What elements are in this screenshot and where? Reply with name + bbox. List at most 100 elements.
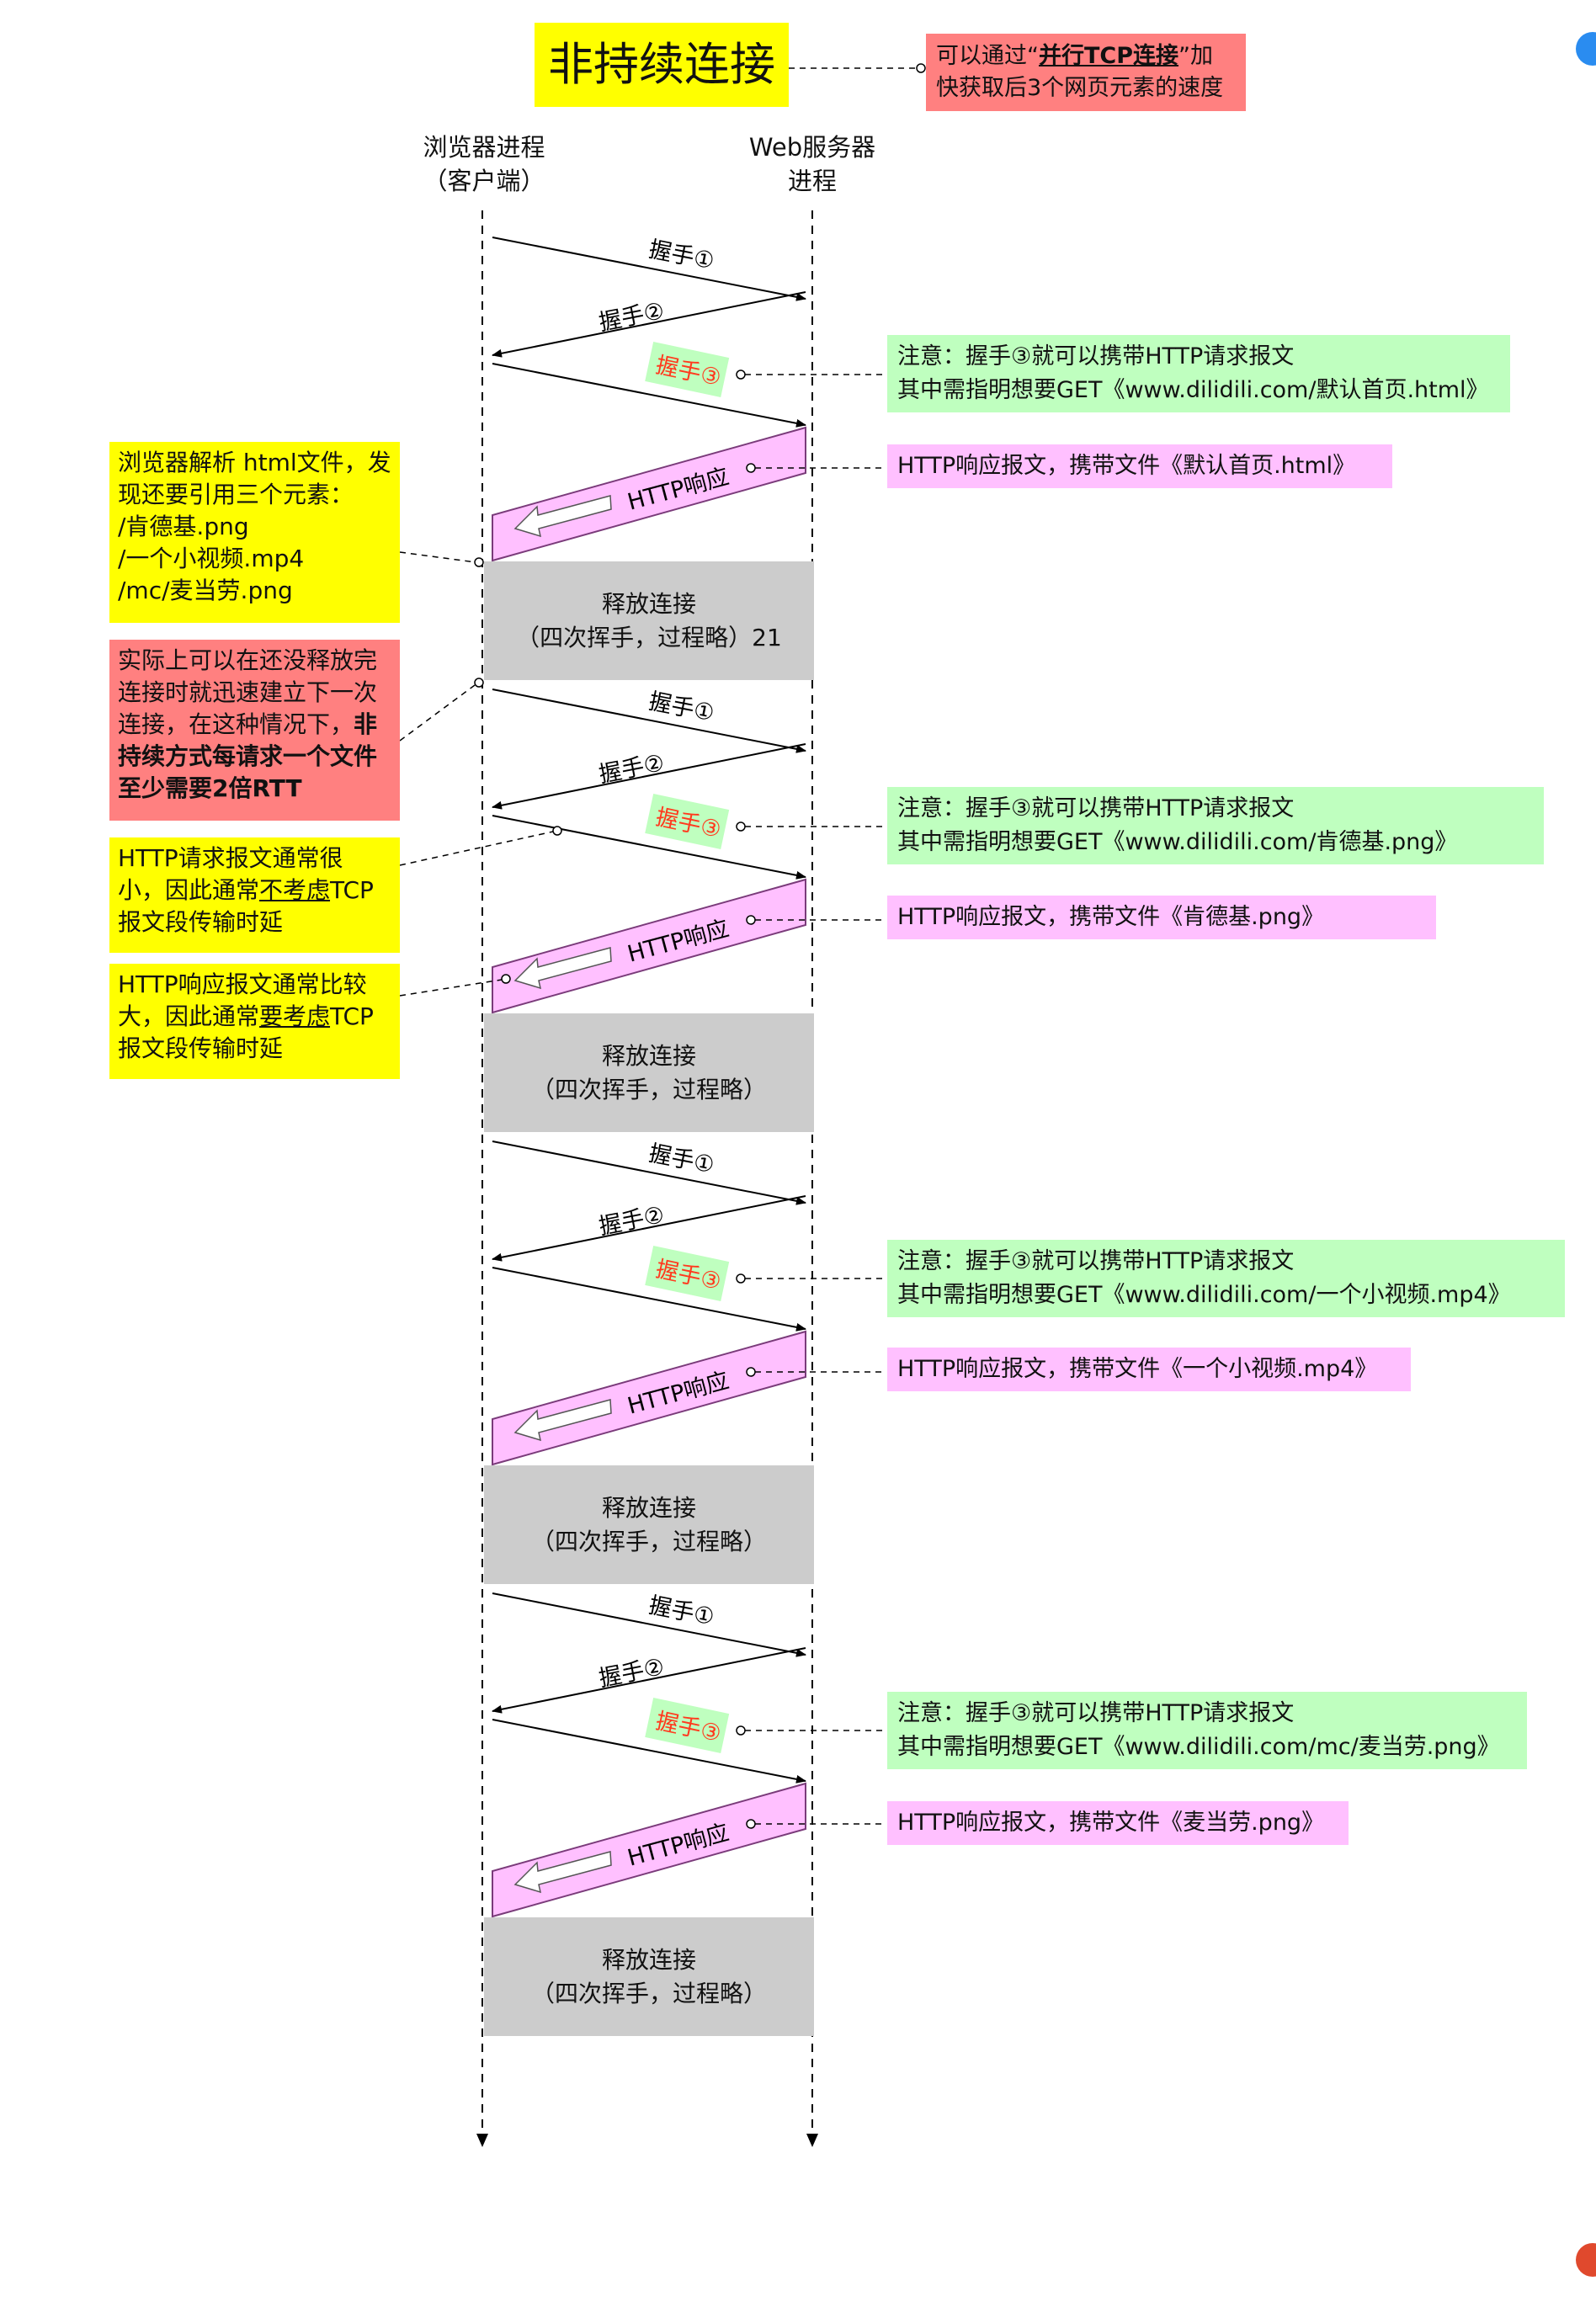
- request-note: 注意：握手③就可以携带HTTP请求报文 其中需指明想要GET《www.dilid…: [887, 1692, 1527, 1769]
- connector-dot: [746, 1367, 756, 1377]
- response-size-note: HTTP响应报文通常比较 大，因此通常要考虑TCP 报文段传输时延: [109, 964, 400, 1079]
- handshake2-arrow: [492, 1647, 806, 1714]
- rtt-note-line: 连接时就迅速建立下一次: [118, 678, 378, 706]
- handshake1-arrow: [492, 688, 806, 753]
- request-note-line2: 其中需指明想要GET《www.dilidili.com/默认首页.html》: [897, 377, 1489, 403]
- request-note-line1: 注意：握手③就可以携带HTTP请求报文: [897, 1248, 1295, 1274]
- http-response-band: [492, 1330, 806, 1466]
- req-note-line2: 小，因此通常不考虑TCP: [118, 875, 391, 906]
- resp-note-tcp: TCP: [330, 1002, 374, 1030]
- connector-dot: [736, 821, 746, 832]
- request-note: 注意：握手③就可以携带HTTP请求报文 其中需指明想要GET《www.dilid…: [887, 787, 1544, 864]
- server-lifeline-end-arrow: [806, 2134, 818, 2147]
- response-note: HTTP响应报文，携带文件《麦当劳.png》: [887, 1801, 1349, 1845]
- http-response-arrow: [513, 1851, 612, 1894]
- parse-note-line: /一个小视频.mp4: [118, 545, 305, 572]
- response-note: HTTP响应报文，携带文件《一个小视频.mp4》: [887, 1348, 1411, 1391]
- handshake1-arrow: [492, 1140, 806, 1205]
- release-title: 释放连接: [601, 1493, 696, 1522]
- request-note-line1: 注意：握手③就可以携带HTTP请求报文: [897, 343, 1295, 369]
- connector-dot: [746, 915, 756, 925]
- server-header: Web服务器 进程: [724, 130, 901, 198]
- release-title: 释放连接: [601, 589, 696, 618]
- parallel-tcp-tip: 可以通过“并行TCP连接”加快获取后3个网页元素的速度: [926, 34, 1246, 111]
- parse-note: 浏览器解析 html文件，发 现还要引用三个元素： /肯德基.png /一个小视…: [109, 442, 400, 623]
- release-sub: （四次挥手，过程略）: [530, 1075, 767, 1103]
- handshake2-arrow: [492, 1195, 806, 1262]
- resp-note-text: 大，因此通常: [118, 1002, 260, 1030]
- http-response-arrow: [513, 1399, 612, 1442]
- tip-prefix: 可以通过“: [936, 43, 1039, 69]
- http-response-band: [492, 426, 806, 562]
- client-header: 浏览器进程 （客户端）: [400, 130, 568, 198]
- client-header-line1: 浏览器进程: [423, 133, 545, 162]
- handshake2-label: 握手②: [597, 1202, 667, 1240]
- handshake3-arrow: [492, 1267, 806, 1332]
- connector-dot: [736, 369, 746, 380]
- resp-note-line2: 大，因此通常要考虑TCP: [118, 1001, 391, 1033]
- client-header-line2: （客户端）: [423, 167, 545, 195]
- release-sub: （四次挥手，过程略）: [530, 1527, 767, 1555]
- rtt-note-bold: 非: [354, 710, 378, 738]
- req-note-text: 小，因此通常: [118, 876, 260, 904]
- rtt-connector: [399, 684, 476, 742]
- http-response-band: [492, 878, 806, 1014]
- handshake3-badge: [645, 341, 730, 398]
- handshake2-label: 握手②: [597, 1654, 667, 1692]
- req-connector: [399, 831, 554, 866]
- release-title: 释放连接: [601, 1945, 696, 1974]
- request-note-line1: 注意：握手③就可以携带HTTP请求报文: [897, 795, 1295, 821]
- req-note-line: HTTP请求报文通常很: [118, 844, 343, 872]
- parse-connector: [399, 551, 476, 563]
- req-note-line: 报文段传输时延: [118, 908, 284, 936]
- parse-note-line: 浏览器解析 html文件，发: [118, 449, 391, 476]
- rtt-note-line: 持续方式每请求一个文件: [118, 742, 378, 770]
- release-sub: （四次挥手，过程略）: [530, 1979, 767, 2007]
- connector-dot: [736, 1725, 746, 1736]
- request-note-line2: 其中需指明想要GET《www.dilidili.com/一个小视频.mp4》: [897, 1282, 1511, 1308]
- parse-note-line: /肯德基.png: [118, 513, 249, 540]
- tip-bold: 并行TCP连接: [1039, 43, 1179, 69]
- request-note-line2: 其中需指明想要GET《www.dilidili.com/肯德基.png》: [897, 829, 1458, 855]
- req-note-underline: 不考虑: [259, 876, 331, 904]
- release-title: 释放连接: [601, 1041, 696, 1070]
- handshake1-arrow: [492, 237, 806, 301]
- handshake2-arrow: [492, 743, 806, 810]
- resp-note-underline: 要考虑: [259, 1002, 331, 1030]
- http-response-band: [492, 1782, 806, 1918]
- client-lifeline-end-arrow: [476, 2134, 488, 2147]
- http-response-arrow: [513, 495, 612, 538]
- server-header-line2: 进程: [787, 167, 837, 195]
- release-block: 释放连接 （四次挥手，过程略）: [484, 1013, 814, 1132]
- resp-connector: [399, 979, 503, 997]
- handshake2-label: 握手②: [597, 298, 667, 336]
- handshake2-arrow: [492, 291, 806, 358]
- rtt-note-line: 实际上可以在还没释放完: [118, 646, 378, 674]
- release-block: 释放连接 （四次挥手，过程略）21: [484, 561, 814, 680]
- handshake3-arrow: [492, 363, 806, 428]
- request-size-note: HTTP请求报文通常很 小，因此通常不考虑TCP 报文段传输时延: [109, 837, 400, 953]
- response-note: HTTP响应报文，携带文件《肯德基.png》: [887, 896, 1436, 939]
- request-note-line2: 其中需指明想要GET《www.dilidili.com/mc/麦当劳.png》: [897, 1734, 1500, 1760]
- page-title: 非持续连接: [535, 23, 789, 107]
- parse-note-line: 现还要引用三个元素：: [118, 481, 354, 508]
- server-header-line1: Web服务器: [748, 133, 876, 162]
- rtt-note: 实际上可以在还没释放完 连接时就迅速建立下一次 连接，在这种情况下，非 持续方式…: [109, 640, 400, 821]
- request-note-line1: 注意：握手③就可以携带HTTP请求报文: [897, 1700, 1295, 1726]
- rtt-note-text: 连接，在这种情况下，: [118, 710, 354, 738]
- release-sub: （四次挥手，过程略）21: [516, 623, 782, 651]
- release-block: 释放连接 （四次挥手，过程略）: [484, 1465, 814, 1584]
- connector-dot: [736, 1273, 746, 1284]
- request-note: 注意：握手③就可以携带HTTP请求报文 其中需指明想要GET《www.dilid…: [887, 335, 1510, 412]
- release-block: 释放连接 （四次挥手，过程略）: [484, 1917, 814, 2036]
- rtt-note-line3: 连接，在这种情况下，非: [118, 709, 391, 741]
- connector-dot: [746, 1819, 756, 1829]
- handshake2-label: 握手②: [597, 750, 667, 788]
- req-note-tcp: TCP: [330, 876, 374, 904]
- tip-suffix: ”加快获取后3个网页元素的速度: [936, 43, 1224, 101]
- parse-note-line: /mc/麦当劳.png: [118, 577, 293, 604]
- handshake3-badge: [645, 1245, 730, 1302]
- handshake3-arrow: [492, 815, 806, 880]
- rtt-note-line: 至少需要2倍RTT: [118, 774, 302, 802]
